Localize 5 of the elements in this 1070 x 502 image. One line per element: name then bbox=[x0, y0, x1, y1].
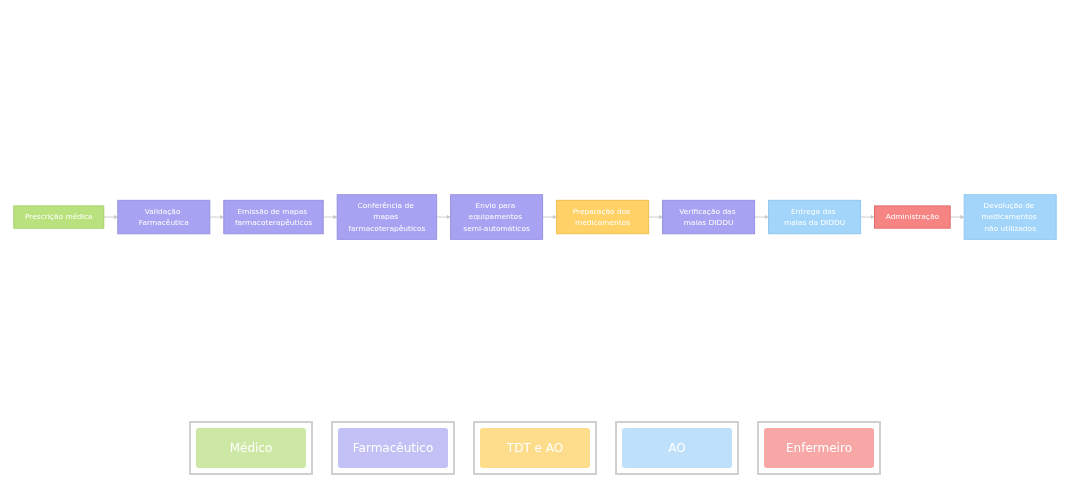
legend-swatch: Enfermeiro bbox=[764, 428, 874, 468]
legend-swatch: TDT e AO bbox=[480, 428, 590, 468]
legend-swatch: AO bbox=[622, 428, 732, 468]
legend-swatch: Médico bbox=[196, 428, 306, 468]
legend-swatch: Farmacêutico bbox=[338, 428, 448, 468]
